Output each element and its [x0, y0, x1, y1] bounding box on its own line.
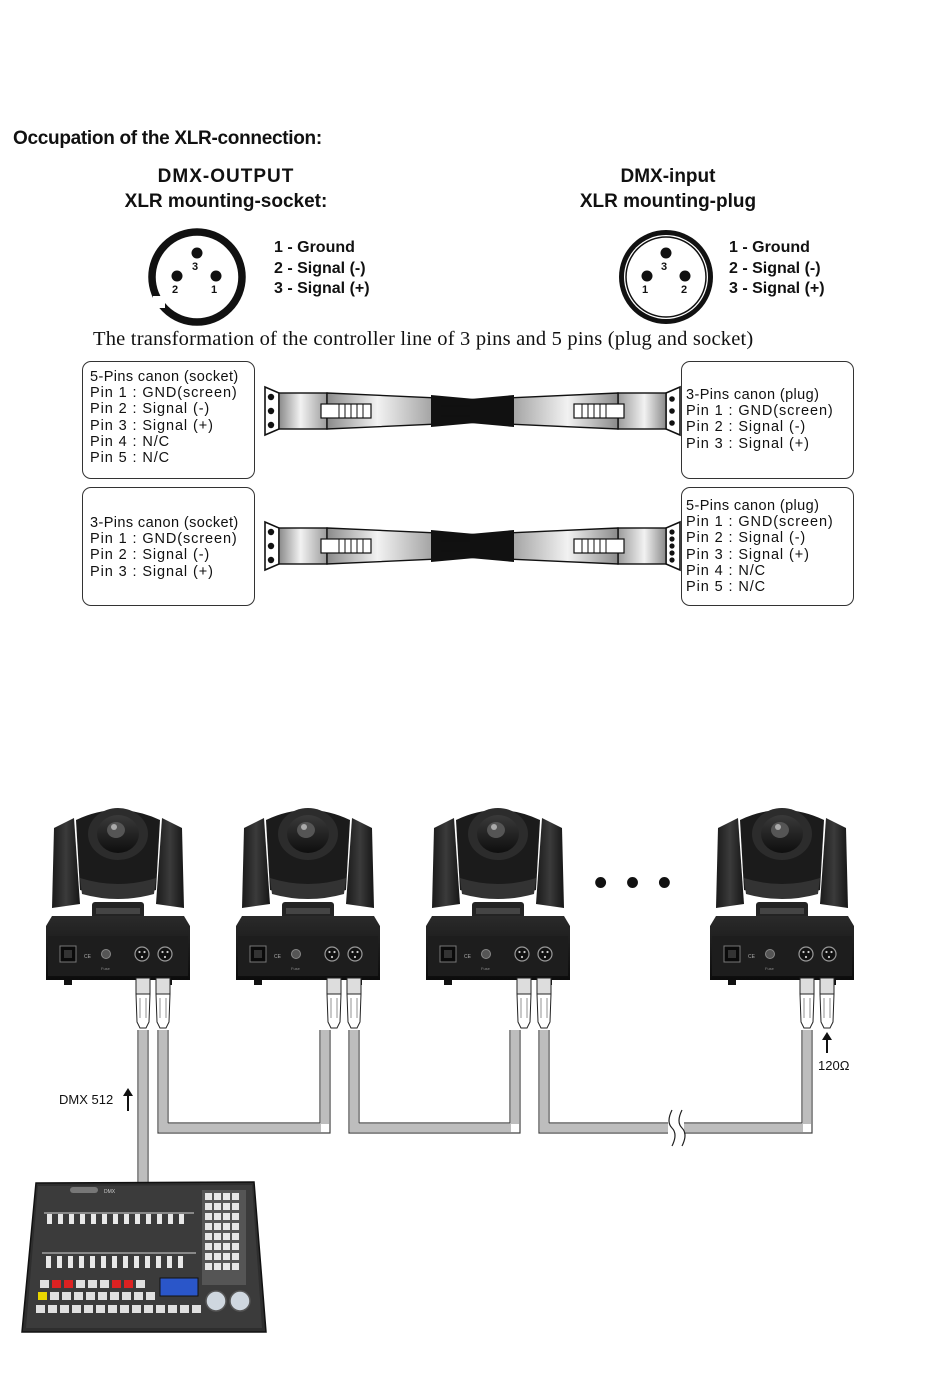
- moving-head-fixture: [235, 807, 381, 986]
- output-title: DMX-OUTPUT XLR mounting-socket:: [100, 164, 352, 214]
- pin-entry: Pin 4 : N/C: [686, 562, 767, 579]
- pin-entry: Pin 1 : GND(screen): [90, 385, 238, 402]
- output-title-line2: XLR mounting-socket:: [124, 191, 328, 212]
- continuation-dots: • • •: [594, 862, 676, 904]
- pin-entry: Pin 2 : Signal (-): [686, 530, 807, 547]
- xlr-plug-icon: [619, 230, 713, 324]
- socket-pin-number: 2: [172, 284, 179, 296]
- pin-entry: Pin 4 : N/C: [90, 433, 171, 450]
- adapter-cable-3to5-right: [440, 520, 681, 572]
- pin-entry: Pin 1 : GND(screen): [90, 531, 238, 548]
- moving-head-fixture: [45, 807, 191, 986]
- pin-entry: 2 - Signal (-): [274, 259, 366, 277]
- dmx-controller-console: DMX: [21, 1181, 267, 1333]
- dmx-input-label: DMX 512: [59, 1092, 114, 1107]
- adapter-cable-5to3-right: [440, 385, 681, 437]
- input-title-line2: XLR mounting-plug: [579, 191, 757, 212]
- socket-pin-number: 3: [192, 261, 199, 273]
- pin-entry: Pin 3 : Signal (+): [90, 563, 214, 580]
- socket-pin-number: 1: [211, 284, 218, 296]
- xlr-socket-icon: [148, 228, 246, 326]
- adapter-right-box: 3-Pins canon (plug) Pin 1 : GND(screen) …: [681, 361, 854, 479]
- pin-entry: Pin 3 : Signal (+): [90, 417, 214, 434]
- pin-entry: Pin 1 : GND(screen): [686, 403, 834, 420]
- input-title: DMX-input XLR mounting-plug: [560, 164, 776, 214]
- dmx-chain-cables: [137, 1030, 813, 1195]
- adapter-title: 5-Pins canon (socket): [90, 369, 239, 385]
- terminator-label: 120Ω: [818, 1058, 850, 1073]
- adapter-left-box: 5-Pins canon (socket) Pin 1 : GND(screen…: [82, 361, 255, 479]
- output-title-line1: DMX-OUTPUT: [157, 166, 295, 187]
- pin-entry: 1 - Ground: [729, 239, 810, 256]
- page-heading: Occupation of the XLR-connection:: [13, 128, 322, 149]
- pin-entry: 3 - Signal (+): [729, 280, 825, 297]
- moving-head-fixture: [709, 807, 855, 986]
- pin-entry: Pin 2 : Signal (-): [686, 419, 807, 436]
- input-title-line1: DMX-input: [620, 166, 716, 187]
- pin-entry: Pin 3 : Signal (+): [686, 435, 810, 452]
- svg-text:DMX: DMX: [104, 1189, 116, 1195]
- input-pin-list: 1 - Ground 2 - Signal (-) 3 - Signal (+): [729, 238, 825, 300]
- pin-entry: 3 - Signal (+): [274, 280, 370, 297]
- pin-entry: Pin 3 : Signal (+): [686, 546, 810, 563]
- pin-entry: Pin 2 : Signal (-): [90, 401, 211, 418]
- pin-entry: Pin 2 : Signal (-): [90, 547, 211, 564]
- plug-pin-number: 1: [642, 284, 649, 296]
- dmx-chain-cable-fill: [139, 1030, 811, 1195]
- output-pin-list: 1 - Ground 2 - Signal (-) 3 - Signal (+): [274, 238, 370, 300]
- moving-head-fixture: [425, 807, 571, 986]
- adapter-left-box: 3-Pins canon (socket) Pin 1 : GND(screen…: [82, 487, 255, 606]
- pin-entry: Pin 5 : N/C: [686, 578, 767, 595]
- terminator-arrow-icon: [822, 1032, 832, 1053]
- transformation-caption: The transformation of the controller lin…: [93, 328, 754, 350]
- adapter-title: 3-Pins canon (plug): [686, 387, 820, 403]
- cable-break-mark: [668, 1109, 686, 1147]
- plug-pin-number: 2: [681, 284, 688, 296]
- pin-entry: 2 - Signal (-): [729, 259, 821, 277]
- pin-entry: Pin 1 : GND(screen): [686, 514, 834, 531]
- plug-pin-number: 3: [661, 261, 668, 273]
- adapter-right-box: 5-Pins canon (plug) Pin 1 : GND(screen) …: [681, 487, 854, 606]
- pin-entry: 1 - Ground: [274, 239, 355, 256]
- adapter-title: 3-Pins canon (socket): [90, 515, 239, 531]
- pin-entry: Pin 5 : N/C: [90, 449, 171, 466]
- adapter-title: 5-Pins canon (plug): [686, 498, 820, 514]
- dmx-input-arrow-icon: [123, 1088, 133, 1111]
